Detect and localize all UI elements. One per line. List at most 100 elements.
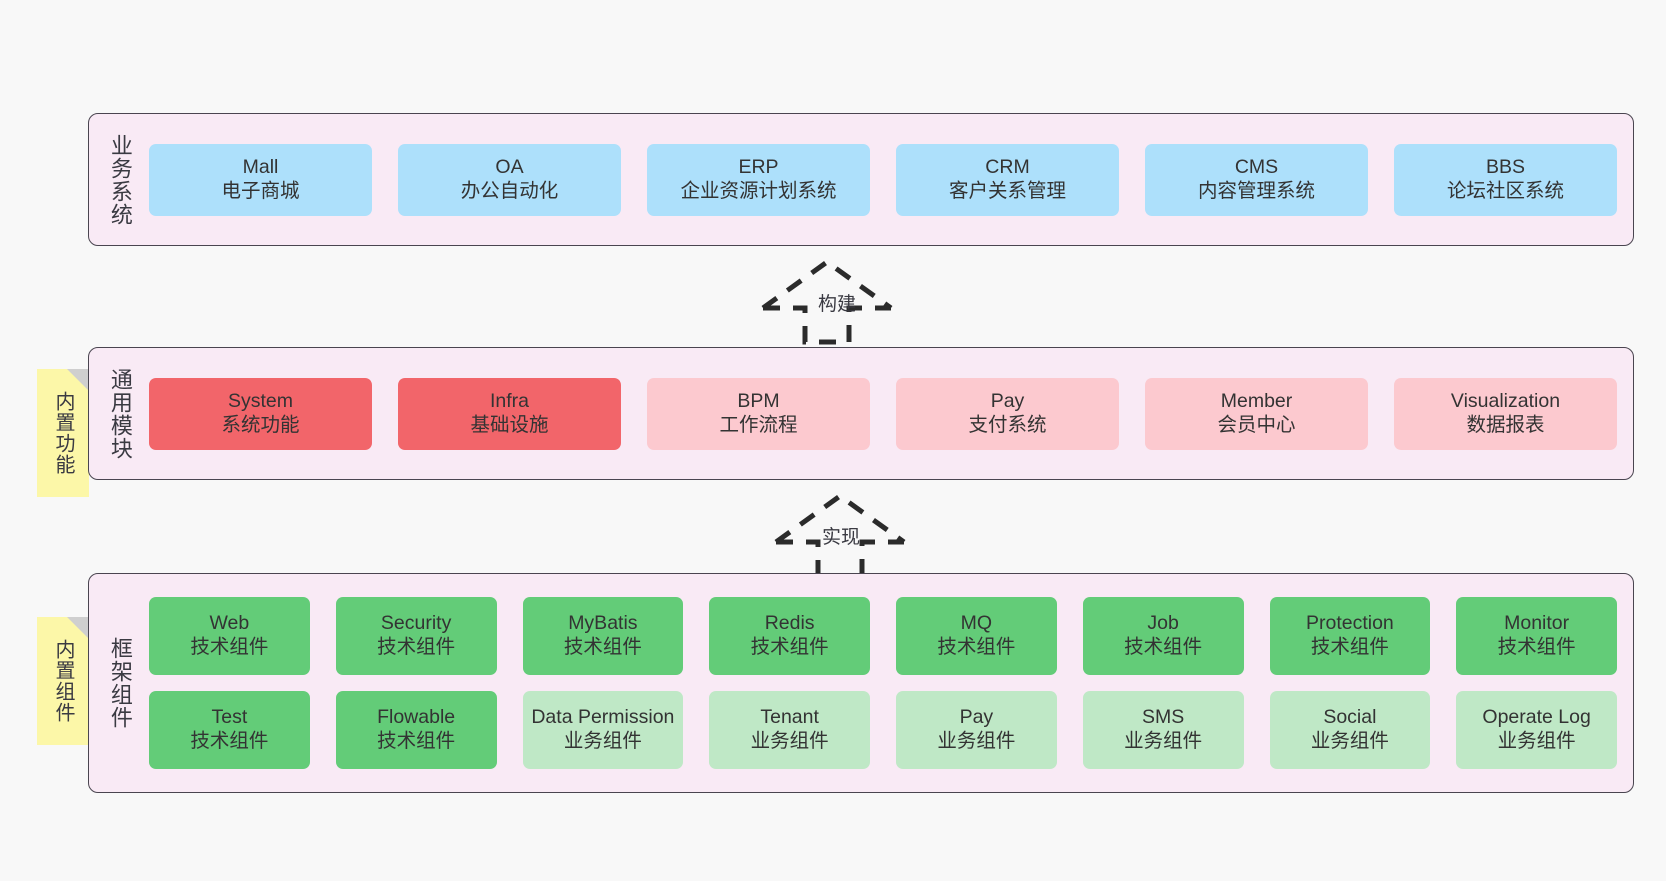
card-title: Security	[380, 612, 452, 635]
layer-framework-components: 框架组件 Web 技术组件 Security 技术组件 MyBatis 技术组件…	[88, 573, 1634, 793]
card-subtitle: 业务组件	[563, 730, 642, 752]
card-title: Protection	[1305, 612, 1394, 635]
card-subtitle: 企业资源计划系统	[680, 179, 837, 202]
card-title: Pay	[990, 389, 1025, 412]
card-social[interactable]: Social 业务组件	[1269, 691, 1431, 769]
card-title: CMS	[1234, 155, 1279, 178]
card-title: Test	[211, 706, 248, 729]
card-title: Operate Log	[1482, 706, 1591, 729]
connector-build-label: 构建	[818, 294, 857, 315]
card-monitor[interactable]: Monitor 技术组件	[1456, 597, 1617, 675]
card-subtitle: 技术组件	[1124, 636, 1203, 658]
card-subtitle: 数据报表	[1466, 413, 1545, 436]
card-subtitle: 技术组件	[563, 636, 642, 658]
card-subtitle: 技术组件	[190, 636, 269, 658]
card-bpm[interactable]: BPM 工作流程	[647, 377, 870, 450]
card-member[interactable]: Member 会员中心	[1145, 377, 1368, 450]
card-title: Flowable	[377, 706, 456, 729]
card-subtitle: 技术组件	[377, 730, 456, 752]
layer-common-modules: 通用模块 System 系统功能 Infra 基础设施 BPM 工作流程 Pay…	[88, 347, 1634, 480]
layer-framework-components-cards: Web 技术组件 Security 技术组件 MyBatis 技术组件 Redi…	[141, 574, 1633, 792]
layer-business-systems-cards: Mall 电子商城 OA 办公自动化 ERP 企业资源计划系统 CRM 客户关系…	[141, 114, 1633, 245]
card-title: BBS	[1485, 155, 1526, 178]
card-subtitle: 客户关系管理	[948, 179, 1066, 202]
card-title: Visualization	[1450, 389, 1561, 412]
card-title: Web	[209, 612, 250, 635]
card-subtitle: 电子商城	[221, 179, 300, 202]
card-protection[interactable]: Protection 技术组件	[1269, 597, 1431, 675]
card-operate-log[interactable]: Operate Log 业务组件	[1456, 691, 1617, 769]
card-subtitle: 技术组件	[750, 636, 829, 658]
card-title: Redis	[764, 612, 815, 635]
card-title: ERP	[738, 155, 779, 178]
layer-business-systems-label: 业务系统	[107, 133, 133, 226]
card-subtitle: 业务组件	[1124, 730, 1203, 752]
card-row: Mall 电子商城 OA 办公自动化 ERP 企业资源计划系统 CRM 客户关系…	[149, 143, 1617, 216]
card-title: Job	[1147, 612, 1179, 635]
card-title: SMS	[1141, 706, 1185, 729]
card-title: Social	[1323, 706, 1377, 729]
card-subtitle: 内容管理系统	[1197, 179, 1315, 202]
card-title: OA	[495, 155, 524, 178]
card-subtitle: 办公自动化	[460, 179, 559, 202]
connector-implement-label: 实现	[822, 527, 861, 548]
card-row: System 系统功能 Infra 基础设施 BPM 工作流程 Pay 支付系统…	[149, 377, 1617, 450]
card-visualization[interactable]: Visualization 数据报表	[1394, 377, 1617, 450]
card-row: Test 技术组件 Flowable 技术组件 Data Permission …	[149, 691, 1617, 769]
card-title: MyBatis	[568, 612, 638, 635]
card-title: BPM	[737, 389, 780, 412]
card-test[interactable]: Test 技术组件	[149, 691, 310, 769]
card-web[interactable]: Web 技术组件	[149, 597, 310, 675]
card-subtitle: 业务组件	[937, 730, 1016, 752]
layer-framework-components-label: 框架组件	[107, 637, 133, 729]
card-tenant[interactable]: Tenant 业务组件	[709, 691, 870, 769]
card-security[interactable]: Security 技术组件	[335, 597, 497, 675]
layer-common-modules-cards: System 系统功能 Infra 基础设施 BPM 工作流程 Pay 支付系统…	[141, 348, 1633, 479]
card-subtitle: 基础设施	[470, 413, 549, 436]
card-subtitle: 论坛社区系统	[1446, 179, 1564, 202]
card-pay-component[interactable]: Pay 业务组件	[896, 691, 1057, 769]
sticky-note-builtin-features: 内置功能	[37, 369, 89, 497]
card-title: CRM	[985, 155, 1030, 178]
layer-business-systems: 业务系统 Mall 电子商城 OA 办公自动化 ERP 企业资源计划系统 CRM…	[88, 113, 1634, 246]
card-title: Pay	[959, 706, 994, 729]
card-subtitle: 技术组件	[190, 730, 269, 752]
card-subtitle: 技术组件	[1310, 636, 1389, 658]
card-oa[interactable]: OA 办公自动化	[398, 143, 621, 216]
card-redis[interactable]: Redis 技术组件	[709, 597, 870, 675]
card-mybatis[interactable]: MyBatis 技术组件	[522, 597, 684, 675]
card-subtitle: 系统功能	[221, 413, 300, 436]
card-title: Mall	[242, 155, 279, 178]
card-subtitle: 支付系统	[968, 413, 1047, 436]
card-title: Data Permission	[531, 706, 675, 729]
card-title: MQ	[960, 612, 993, 635]
card-bbs[interactable]: BBS 论坛社区系统	[1394, 143, 1617, 216]
card-subtitle: 业务组件	[750, 730, 829, 752]
card-system[interactable]: System 系统功能	[149, 377, 372, 450]
card-row: Web 技术组件 Security 技术组件 MyBatis 技术组件 Redi…	[149, 597, 1617, 675]
card-crm[interactable]: CRM 客户关系管理	[896, 143, 1119, 216]
card-flowable[interactable]: Flowable 技术组件	[335, 691, 497, 769]
card-subtitle: 技术组件	[377, 636, 456, 658]
card-pay[interactable]: Pay 支付系统	[896, 377, 1119, 450]
card-job[interactable]: Job 技术组件	[1082, 597, 1244, 675]
card-erp[interactable]: ERP 企业资源计划系统	[647, 143, 870, 216]
card-subtitle: 技术组件	[1497, 636, 1576, 658]
card-infra[interactable]: Infra 基础设施	[398, 377, 621, 450]
card-title: Member	[1220, 389, 1293, 412]
card-data-permission[interactable]: Data Permission 业务组件	[522, 691, 684, 769]
card-title: Monitor	[1504, 612, 1570, 635]
card-subtitle: 业务组件	[1310, 730, 1389, 752]
card-title: System	[227, 389, 293, 412]
card-mall[interactable]: Mall 电子商城	[149, 143, 372, 216]
card-mq[interactable]: MQ 技术组件	[896, 597, 1057, 675]
card-subtitle: 业务组件	[1497, 730, 1576, 752]
card-cms[interactable]: CMS 内容管理系统	[1145, 143, 1368, 216]
layer-common-modules-label: 通用模块	[107, 367, 133, 460]
card-title: Tenant	[760, 706, 819, 729]
card-sms[interactable]: SMS 业务组件	[1082, 691, 1244, 769]
card-subtitle: 技术组件	[937, 636, 1016, 658]
sticky-note-builtin-components: 内置组件	[37, 617, 89, 745]
card-title: Infra	[489, 389, 530, 412]
